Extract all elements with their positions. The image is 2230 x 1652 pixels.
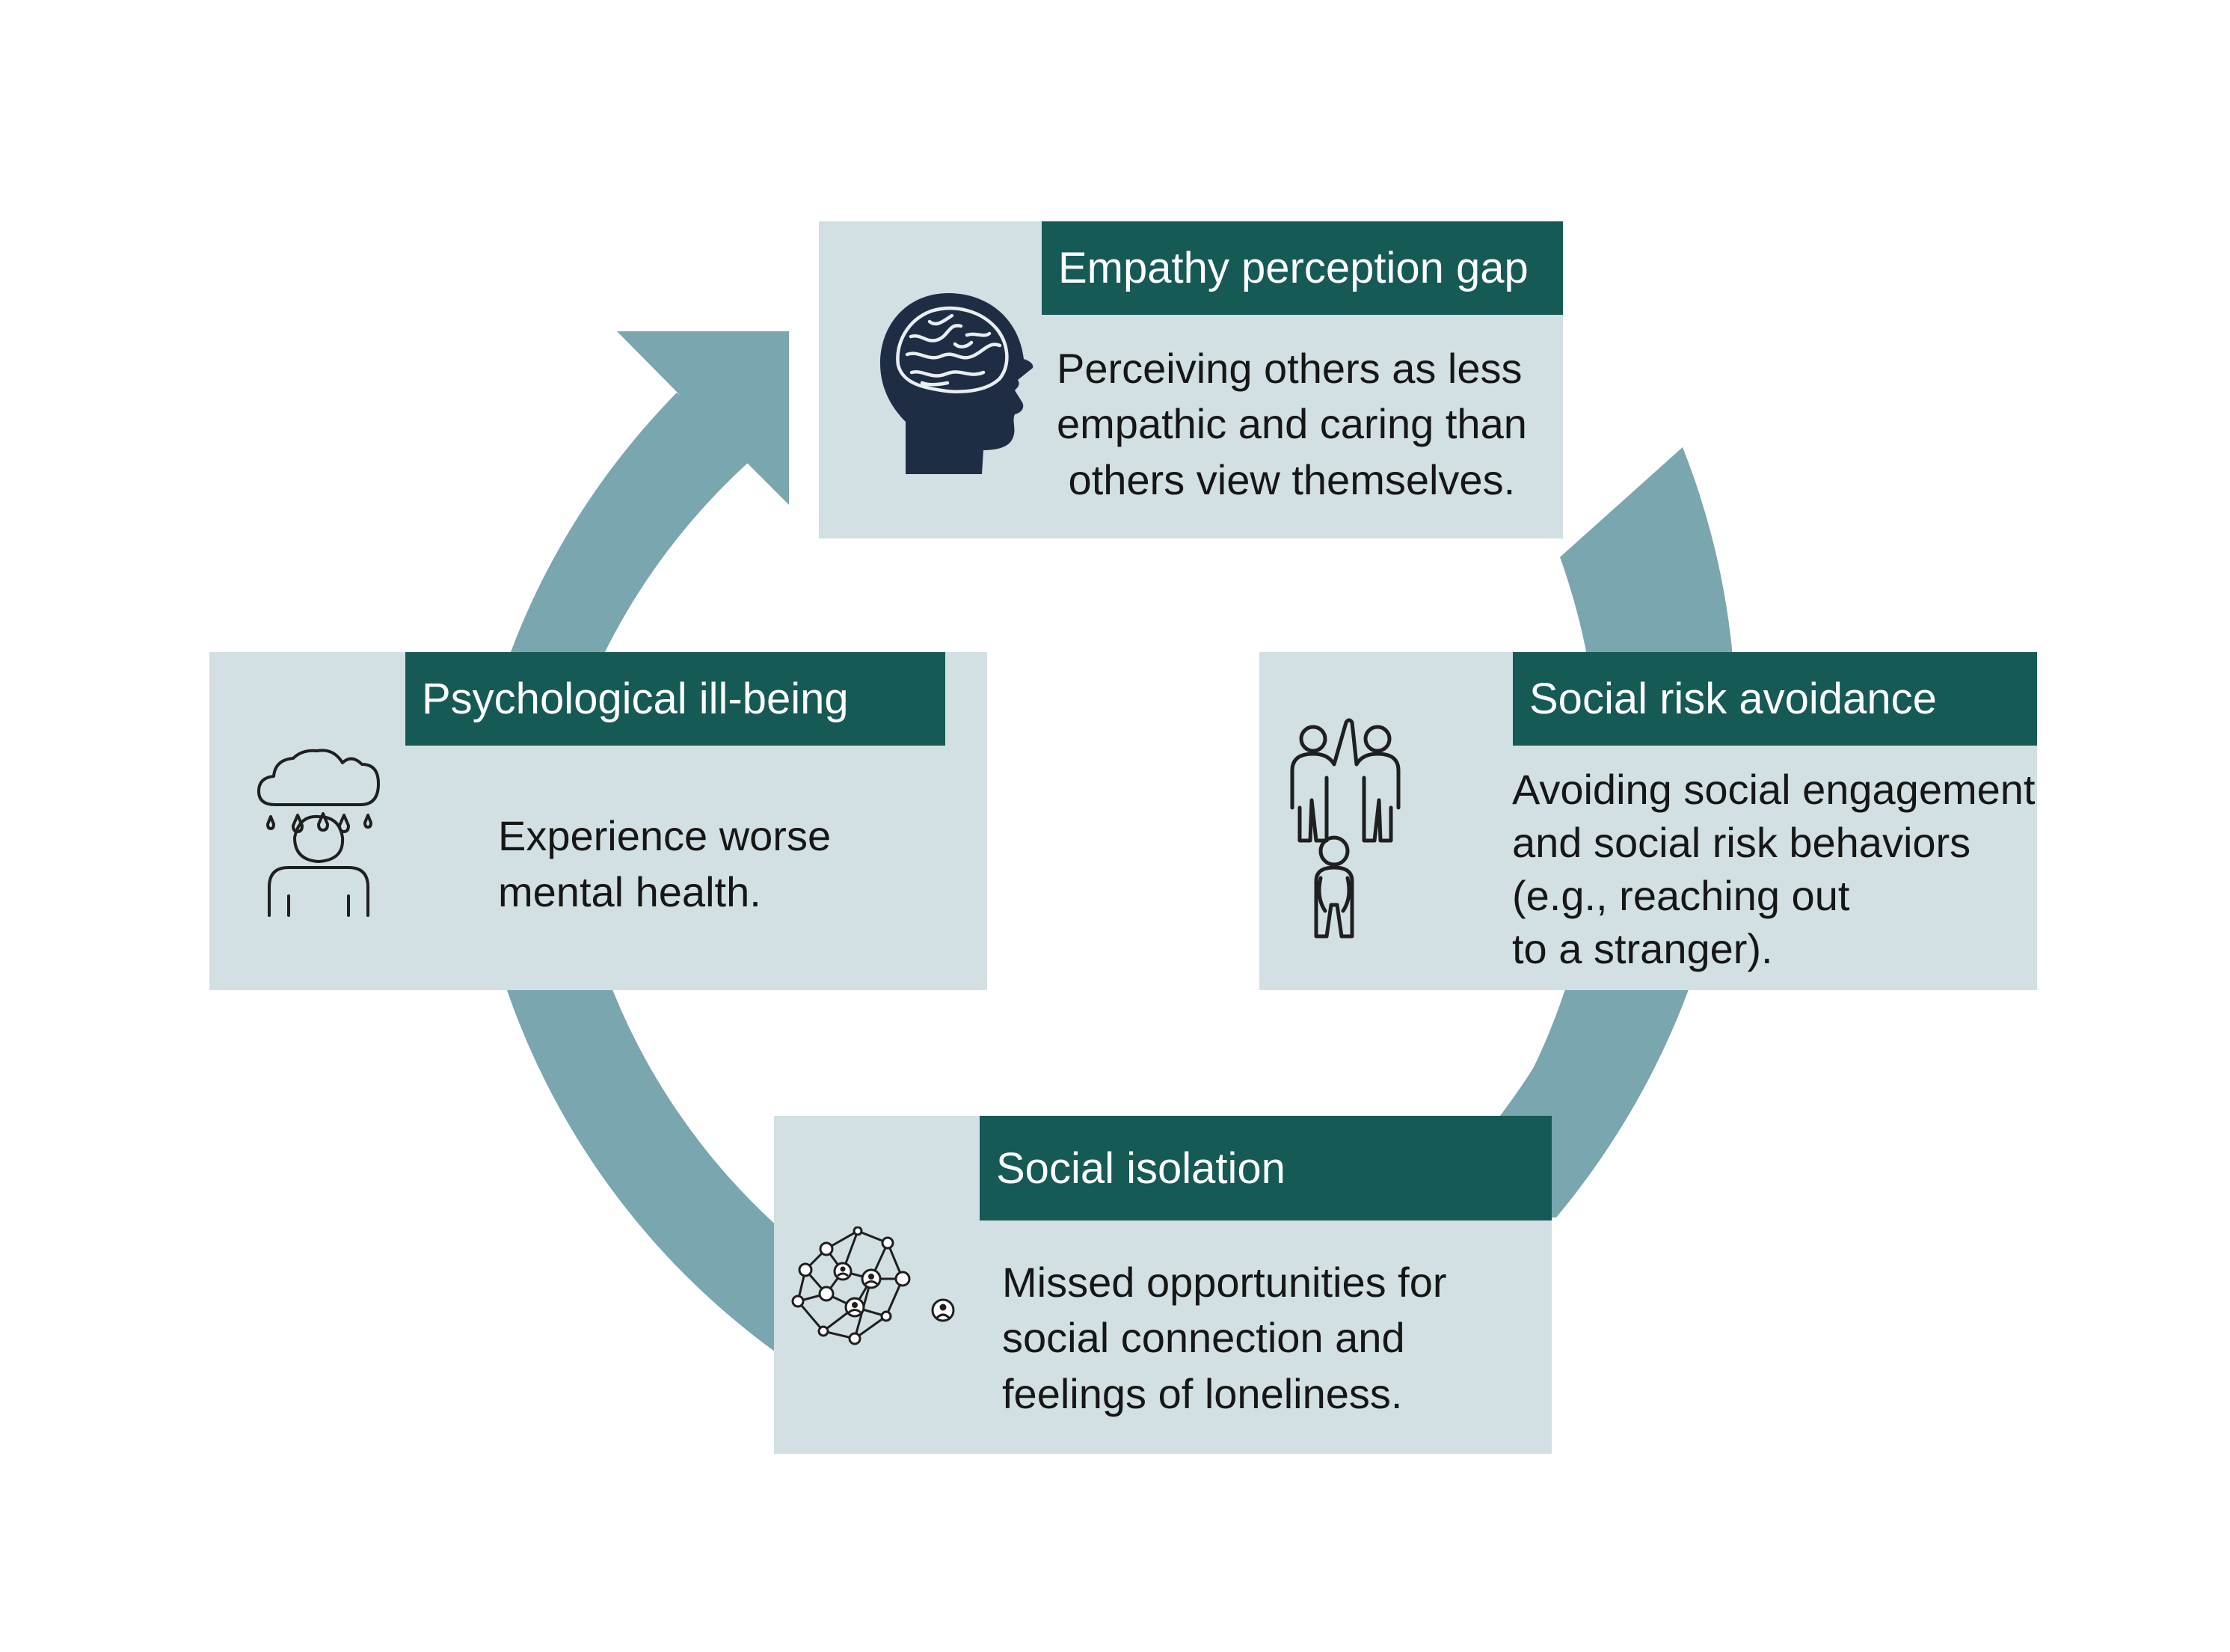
social-network-icon — [783, 1226, 955, 1357]
cycle-ring-left-top — [509, 393, 755, 658]
description-line: empathic and caring than — [1057, 400, 1527, 448]
cycle-ring — [1436, 447, 1736, 1217]
description-line: feelings of loneliness. — [1002, 1369, 1403, 1417]
description-line: Avoiding social engagement — [1512, 766, 2036, 813]
description-line: others view themselves. — [1057, 455, 1516, 503]
cycle-ring-left-bottom — [501, 972, 778, 1354]
stage-card-social-risk-avoidance: Social risk avoidance Avoiding social en… — [1259, 652, 2037, 990]
stage-card-empathy-gap: Empathy perception gap Perceiving others… — [819, 221, 1563, 538]
cycle-arrowhead — [617, 331, 789, 505]
description-line: social connection and — [1002, 1314, 1405, 1362]
description-line: and social risk behaviors — [1512, 819, 1971, 867]
description-line: Perceiving others as less — [1057, 345, 1523, 392]
stage-title: Psychological ill-being — [405, 652, 945, 746]
stage-title: Social isolation — [980, 1116, 1552, 1220]
stage-card-psychological-ill-being: Psychological ill-being Experience worse… — [209, 652, 987, 990]
description-line: Missed opportunities for — [1002, 1259, 1447, 1306]
description-line: (e.g., reaching out — [1512, 872, 1850, 920]
stage-card-social-isolation: Social isolation Missed opportunities fo… — [774, 1116, 1552, 1454]
description-line: to a stranger). — [1512, 925, 1773, 973]
stage-description: Missed opportunities for social connecti… — [1002, 1255, 1447, 1422]
rain-cloud-person-icon — [256, 748, 383, 924]
stage-title: Social risk avoidance — [1513, 652, 2037, 746]
description-line: mental health. — [498, 868, 761, 916]
people-high-five-icon — [1282, 718, 1409, 954]
brain-head-icon — [877, 290, 1034, 481]
description-line: Experience worse — [498, 812, 832, 859]
stage-description: Perceiving others as less empathic and c… — [1057, 341, 1527, 508]
stage-description: Avoiding social engagement and social ri… — [1512, 763, 2035, 975]
stage-title: Empathy perception gap — [1042, 221, 1563, 315]
stage-description: Experience worse mental health. — [498, 808, 831, 920]
